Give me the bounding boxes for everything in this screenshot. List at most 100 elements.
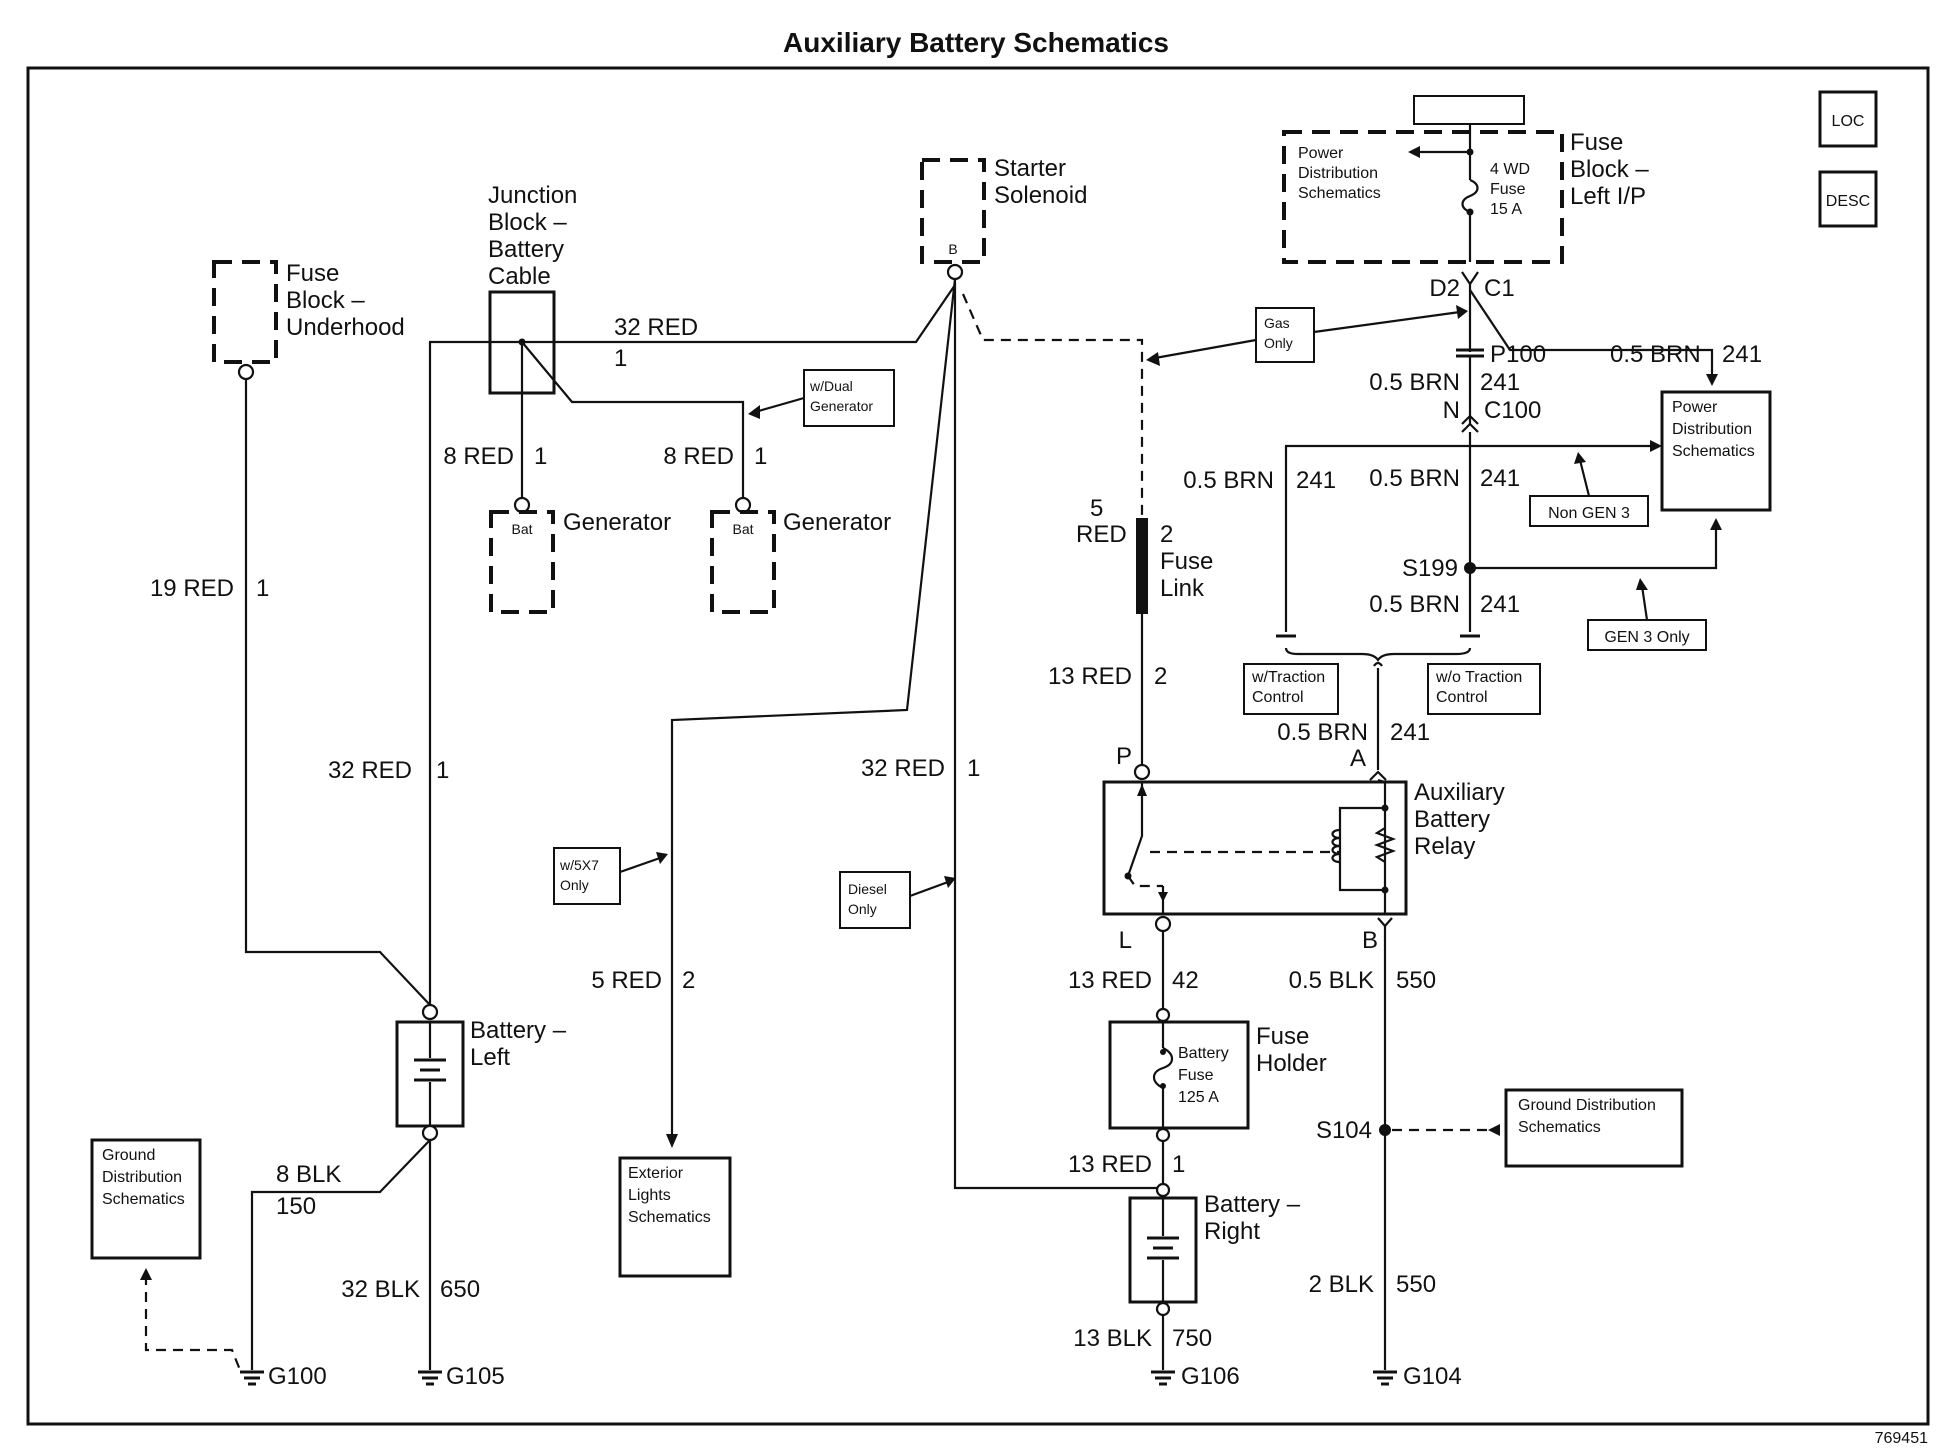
svg-text:A: A — [1350, 745, 1366, 772]
svg-text:RED: RED — [1076, 521, 1127, 548]
svg-text:0.5 BRN: 0.5 BRN — [1369, 591, 1460, 618]
svg-text:Schematics: Schematics — [102, 1191, 185, 1208]
svg-text:LOC: LOC — [1832, 113, 1865, 130]
generator-2: Bat Generator — [710, 496, 891, 614]
svg-text:GEN 3 Only: GEN 3 Only — [1604, 629, 1689, 646]
ground-g104: G104 — [1373, 1363, 1462, 1390]
svg-text:Cable: Cable — [488, 263, 551, 290]
svg-text:2: 2 — [1154, 663, 1167, 690]
svg-text:32 RED: 32 RED — [861, 755, 945, 782]
svg-text:B: B — [948, 241, 957, 257]
figure-number: 769451 — [1875, 1430, 1928, 1447]
svg-text:Fuse: Fuse — [1160, 548, 1213, 575]
note-non-gen3: Non GEN 3 — [1529, 452, 1649, 527]
svg-text:Distribution: Distribution — [1672, 421, 1752, 438]
description-icon[interactable]: DESC — [1818, 170, 1878, 228]
svg-text:2: 2 — [682, 967, 695, 994]
svg-text:Junction: Junction — [488, 182, 577, 209]
fuse-link: 2 Fuse Link — [1136, 518, 1213, 770]
diagram-frame — [26, 66, 1930, 1426]
svg-text:C100: C100 — [1484, 397, 1541, 424]
svg-text:550: 550 — [1396, 1271, 1436, 1298]
svg-text:Block –: Block – — [286, 287, 365, 314]
junction-block: Junction Block – Battery Cable — [488, 182, 577, 395]
svg-text:Power: Power — [1672, 399, 1718, 416]
wire-19-red — [244, 379, 431, 1006]
svg-text:650: 650 — [440, 1276, 480, 1303]
svg-text:Auxiliary: Auxiliary — [1414, 779, 1505, 806]
svg-text:13 RED: 13 RED — [1068, 967, 1152, 994]
note-without-traction-control: w/o Traction Control — [1427, 663, 1541, 715]
svg-text:0.5 BRN: 0.5 BRN — [1183, 467, 1274, 494]
wire-5-red-exterior — [670, 278, 957, 1138]
svg-text:150: 150 — [276, 1193, 316, 1220]
svg-text:1: 1 — [614, 345, 627, 372]
svg-text:G104: G104 — [1403, 1363, 1462, 1390]
svg-text:Battery: Battery — [488, 236, 564, 263]
svg-text:Non GEN 3: Non GEN 3 — [1548, 505, 1630, 522]
svg-text:241: 241 — [1296, 467, 1336, 494]
svg-text:5: 5 — [1090, 495, 1103, 522]
svg-text:w/5X7: w/5X7 — [559, 857, 599, 873]
svg-text:Battery: Battery — [1178, 1045, 1229, 1062]
location-icon[interactable]: LOC — [1818, 90, 1878, 148]
svg-text:13 RED: 13 RED — [1068, 1151, 1152, 1178]
svg-text:241: 241 — [1390, 719, 1430, 746]
svg-text:P: P — [1116, 743, 1132, 770]
battery-left: Battery – Left — [395, 1003, 567, 1142]
svg-text:Starter: Starter — [994, 155, 1066, 182]
svg-text:Fuse: Fuse — [1490, 181, 1526, 198]
svg-text:B: B — [1362, 927, 1378, 954]
svg-text:2: 2 — [1160, 521, 1173, 548]
ground-g100-dashed-link — [144, 1275, 242, 1371]
svg-text:Underhood: Underhood — [286, 314, 405, 341]
svg-text:Only: Only — [560, 877, 589, 893]
wire-8-red-b — [521, 341, 745, 505]
svg-text:32 RED: 32 RED — [328, 757, 412, 784]
svg-text:Block –: Block – — [1570, 156, 1649, 183]
wire-brn-branch — [1284, 444, 1654, 632]
svg-text:Gas: Gas — [1264, 315, 1290, 331]
svg-text:Bat: Bat — [511, 521, 532, 537]
svg-text:5 RED: 5 RED — [591, 967, 662, 994]
ground-g100: G100 — [240, 1363, 327, 1390]
svg-text:Left: Left — [470, 1044, 510, 1071]
fuse-block-left-ip: Power Distribution Schematics 4 WD Fuse … — [1282, 124, 1649, 264]
splice-s104 — [1379, 1124, 1391, 1136]
svg-text:S104: S104 — [1316, 1117, 1372, 1144]
svg-text:L: L — [1119, 927, 1132, 954]
svg-text:Distribution: Distribution — [102, 1169, 182, 1186]
svg-text:Schematics: Schematics — [1672, 443, 1755, 460]
page-title: Auxiliary Battery Schematics — [783, 27, 1169, 58]
svg-text:Control: Control — [1252, 689, 1304, 706]
wire-32-red-mid — [953, 279, 1166, 1190]
svg-text:1: 1 — [967, 755, 980, 782]
svg-text:8 BLK: 8 BLK — [276, 1161, 341, 1188]
ground-g106: G106 — [1151, 1363, 1240, 1390]
svg-text:32 BLK: 32 BLK — [341, 1276, 420, 1303]
svg-text:Only: Only — [848, 901, 877, 917]
exterior-lights-schematics: Exterior Lights Schematics — [618, 1156, 732, 1278]
svg-text:Generator: Generator — [563, 509, 671, 536]
svg-text:Ground Distribution: Ground Distribution — [1518, 1097, 1656, 1114]
auxiliary-battery-relay: Auxiliary Battery Relay — [1102, 779, 1505, 916]
svg-text:G100: G100 — [268, 1363, 327, 1390]
svg-text:Left I/P: Left I/P — [1570, 183, 1646, 210]
svg-text:42: 42 — [1172, 967, 1199, 994]
svg-text:13 BLK: 13 BLK — [1073, 1325, 1152, 1352]
hot-in-run-label — [1413, 95, 1525, 125]
ground-distribution-left: Ground Distribution Schematics — [90, 1138, 202, 1260]
svg-text:Fuse: Fuse — [1256, 1023, 1309, 1050]
svg-text:Battery –: Battery – — [1204, 1191, 1301, 1218]
underhood-terminal — [237, 363, 255, 381]
svg-text:Relay: Relay — [1414, 833, 1475, 860]
svg-text:N: N — [1443, 397, 1460, 424]
wire-brn-to-pds — [1469, 289, 1714, 378]
power-distribution-schematics: Power Distribution Schematics — [1660, 390, 1772, 512]
svg-text:1: 1 — [1172, 1151, 1185, 1178]
svg-text:241: 241 — [1480, 465, 1520, 492]
svg-text:Schematics: Schematics — [1298, 185, 1381, 202]
svg-text:Right: Right — [1204, 1218, 1260, 1245]
svg-text:Battery –: Battery – — [470, 1017, 567, 1044]
svg-text:Block –: Block – — [488, 209, 567, 236]
